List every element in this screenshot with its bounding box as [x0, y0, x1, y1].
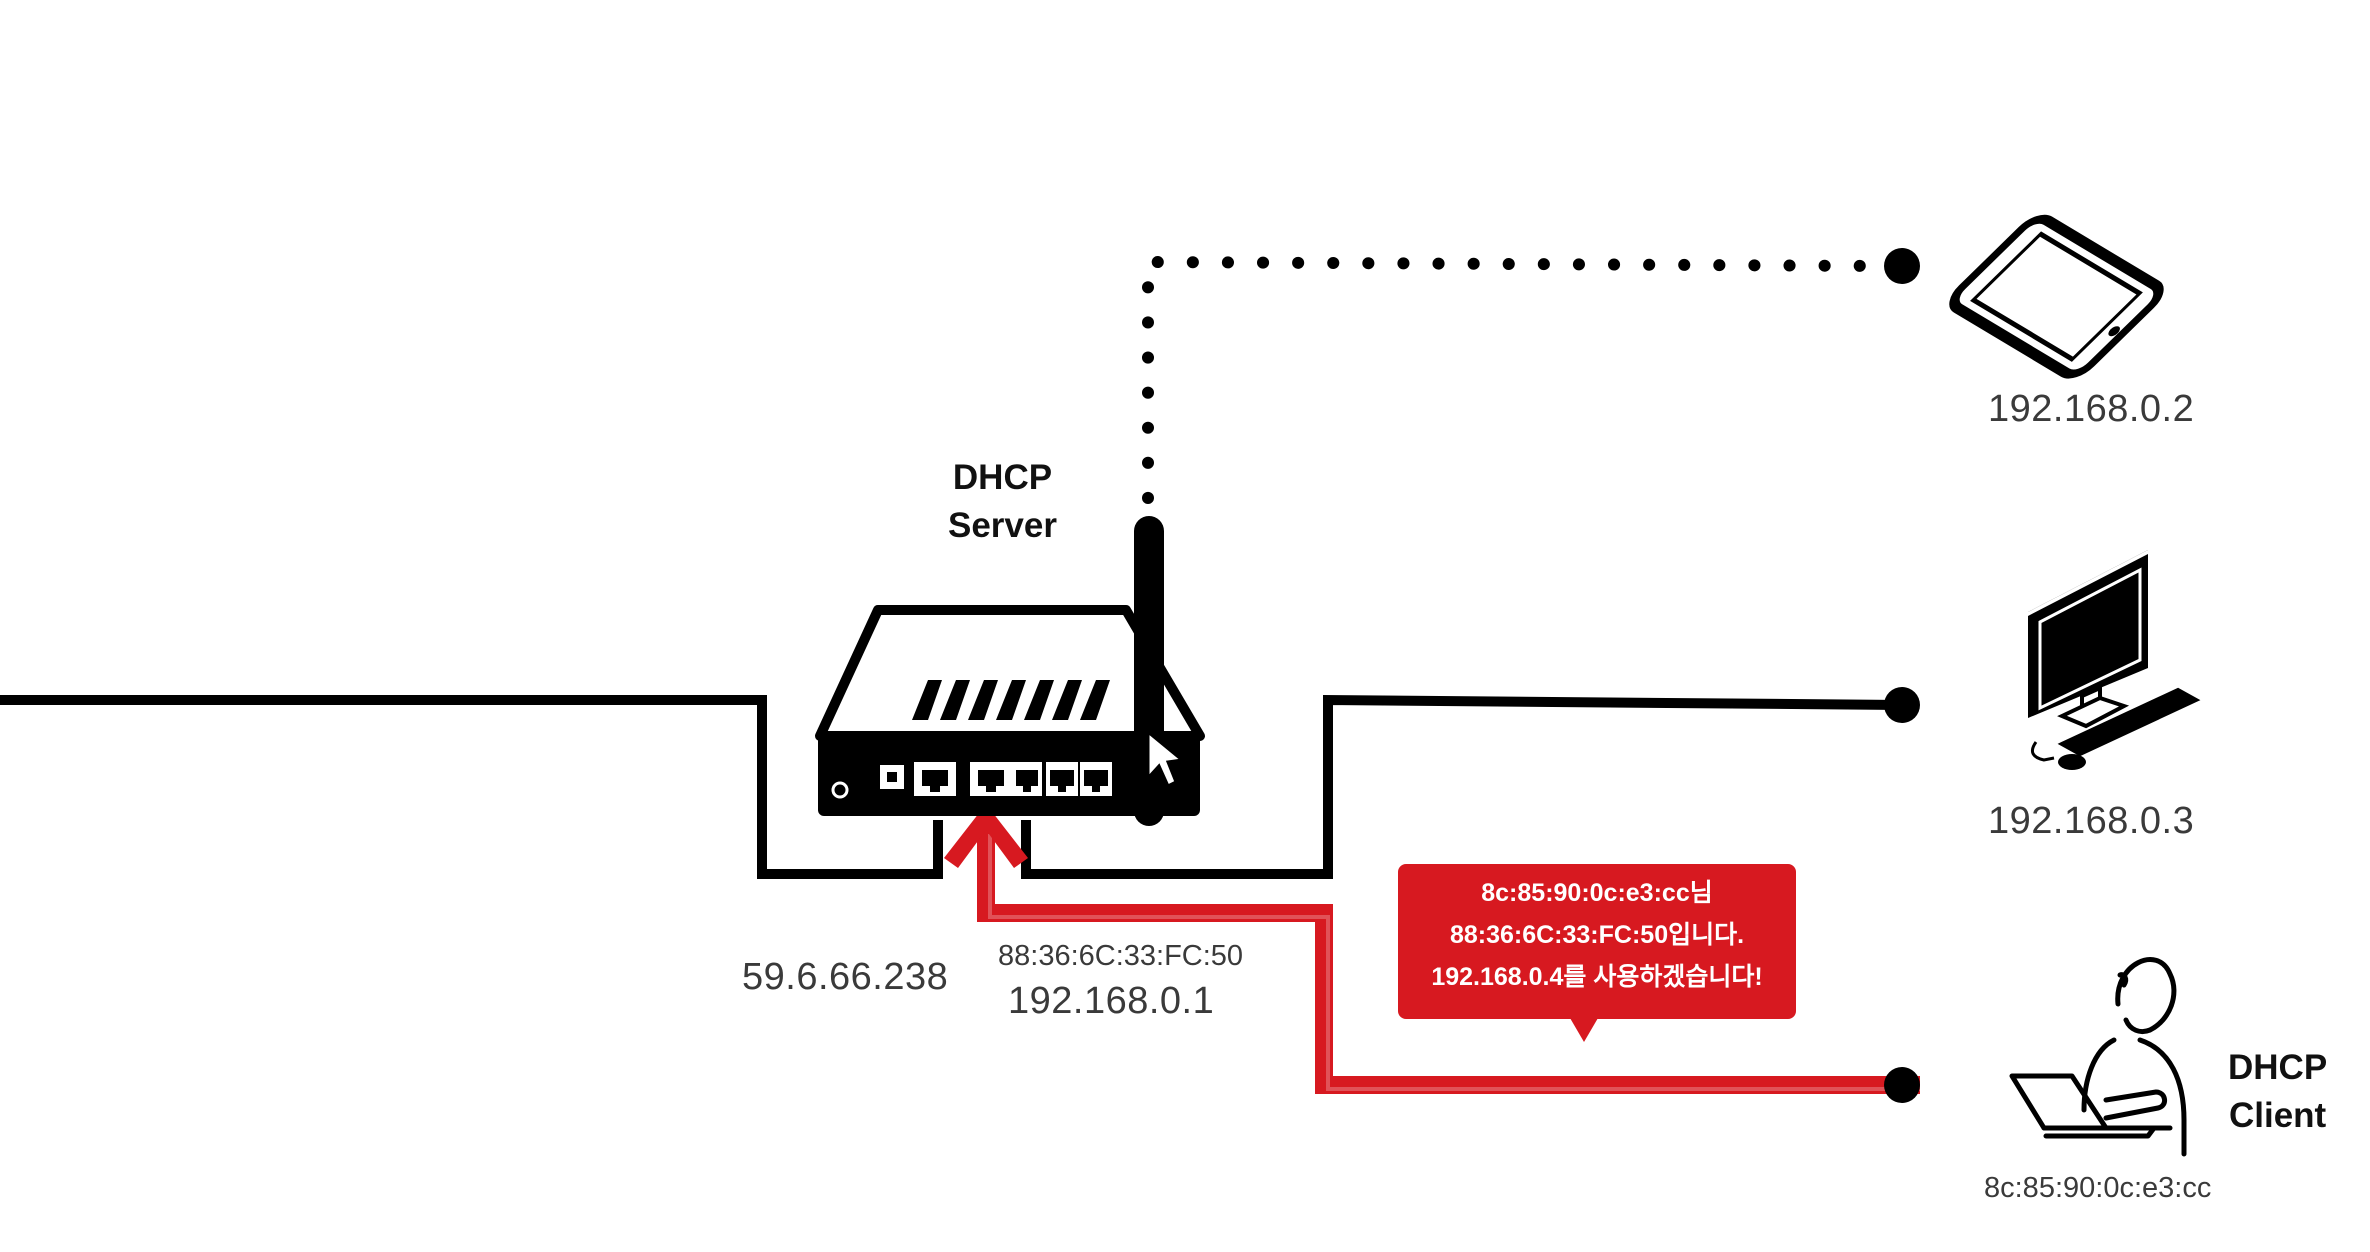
endpoint-dot-phone	[1884, 248, 1920, 284]
desktop-ip: 192.168.0.3	[1988, 800, 2195, 842]
wan-connection-line	[0, 695, 943, 879]
desktop-computer-icon	[2028, 550, 2201, 770]
message-bubble-tail	[1570, 1018, 1598, 1042]
server-wan-ip: 59.6.66.238	[742, 956, 949, 998]
server-role-line1: DHCP	[952, 458, 1053, 497]
message-line2: 88:36:6C:33:FC:50입니다.	[1449, 921, 1745, 949]
client-role-label: DHCP Client	[2228, 1044, 2327, 1140]
endpoint-dot-desktop	[1884, 687, 1920, 723]
message-line3: 192.168.0.4를 사용하겠습니다!	[1431, 963, 1763, 991]
smartphone-icon	[1949, 214, 2164, 379]
mouse-cursor-icon	[1146, 728, 1186, 789]
server-role-label: DHCP Server	[948, 454, 1057, 550]
client-role-line1: DHCP	[2228, 1048, 2328, 1087]
client-role-line2: Client	[2228, 1096, 2327, 1135]
server-lan-ip: 192.168.0.1	[1008, 980, 1215, 1022]
server-mac-address: 88:36:6C:33:FC:50	[998, 940, 1244, 972]
message-line1: 8c:85:90:0c:e3:cc님	[1481, 879, 1713, 907]
endpoint-dot-client	[1884, 1067, 1920, 1103]
client-mac-address: 8c:85:90:0c:e3:cc	[1984, 1172, 2212, 1204]
phone-ip: 192.168.0.2	[1988, 388, 2195, 430]
router-icon	[815, 516, 1205, 826]
server-role-line2: Server	[948, 506, 1057, 545]
red-arrowhead	[944, 804, 1028, 868]
person-with-laptop-icon	[2009, 957, 2187, 1157]
wireless-dotted-line	[1142, 255, 1886, 504]
dhcp-message-bubble: 8c:85:90:0c:e3:cc님 88:36:6C:33:FC:50입니다.…	[1398, 864, 1796, 1019]
dhcp-request-path	[977, 830, 1920, 1094]
